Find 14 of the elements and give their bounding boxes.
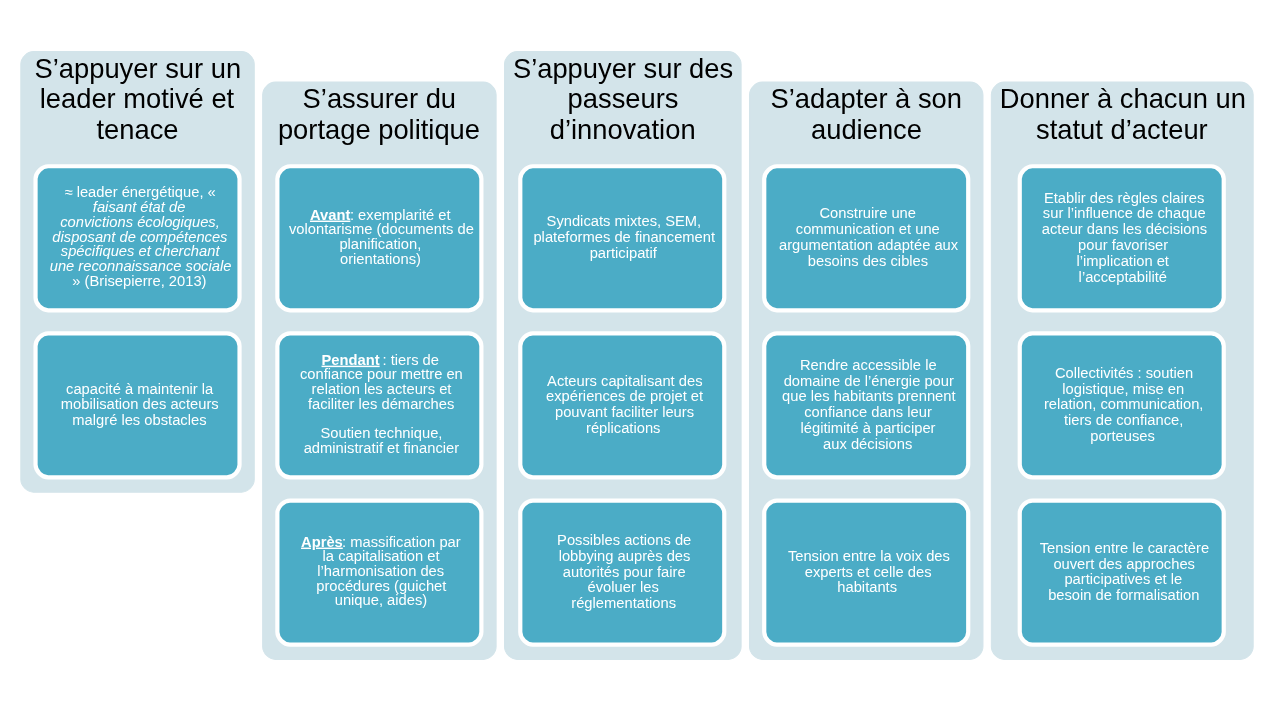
node-box: Collectivités : soutien logistique, mise en relation, communication, tiers de confiance, porteuses (1017, 331, 1226, 480)
node-box: Rendre accessible le domaine de l’énergie pour que les habitants prennent confiance dans leur légitimité à participer aux décisions (762, 331, 971, 480)
node-box: Avant: exemplarité et volontarisme (documents de planification, orientations) (275, 164, 484, 313)
node-box: Possibles actions de lobbying auprès des autorités pour faire évoluer les réglementations (518, 498, 727, 647)
node-box: capacité à maintenir la mobilisation des acteurs malgré les obstacles (33, 331, 242, 480)
node-box: Après: massification par la capitalisation et l’harmonisation des procédures (guichet unique, aides) (275, 498, 484, 647)
node-box: Tension entre la voix des experts et celle des habitants (762, 498, 971, 647)
node-box: Syndicats mixtes, SEM, plateformes de financement participatif (518, 164, 727, 313)
node-box: Acteurs capitalisant des expériences de projet et pouvant faciliter leurs réplications (518, 331, 727, 480)
node-box: Tension entre le caractère ouvert des approches participatives et le besoin de formalisation (1017, 498, 1226, 647)
node-box: Etablir des règles claires sur l’influence de chaque acteur dans les décisions pour favoriser l’implication et l’acceptabilité (1017, 164, 1226, 313)
node-box: Construire une communication et une argumentation adaptée aux besoins des cibles (762, 164, 971, 313)
node-box: ≈ leader énergétique, « faisant état de convictions écologiques, disposant de compétences spécifiques et cherchant une reconnaissance sociale » (Brisepierre, 2013) (33, 164, 242, 313)
node-box: Pendant : tiers de confiance pour mettre en relation les acteurs et faciliter les démarches Soutien technique, administratif et financier (275, 331, 484, 480)
